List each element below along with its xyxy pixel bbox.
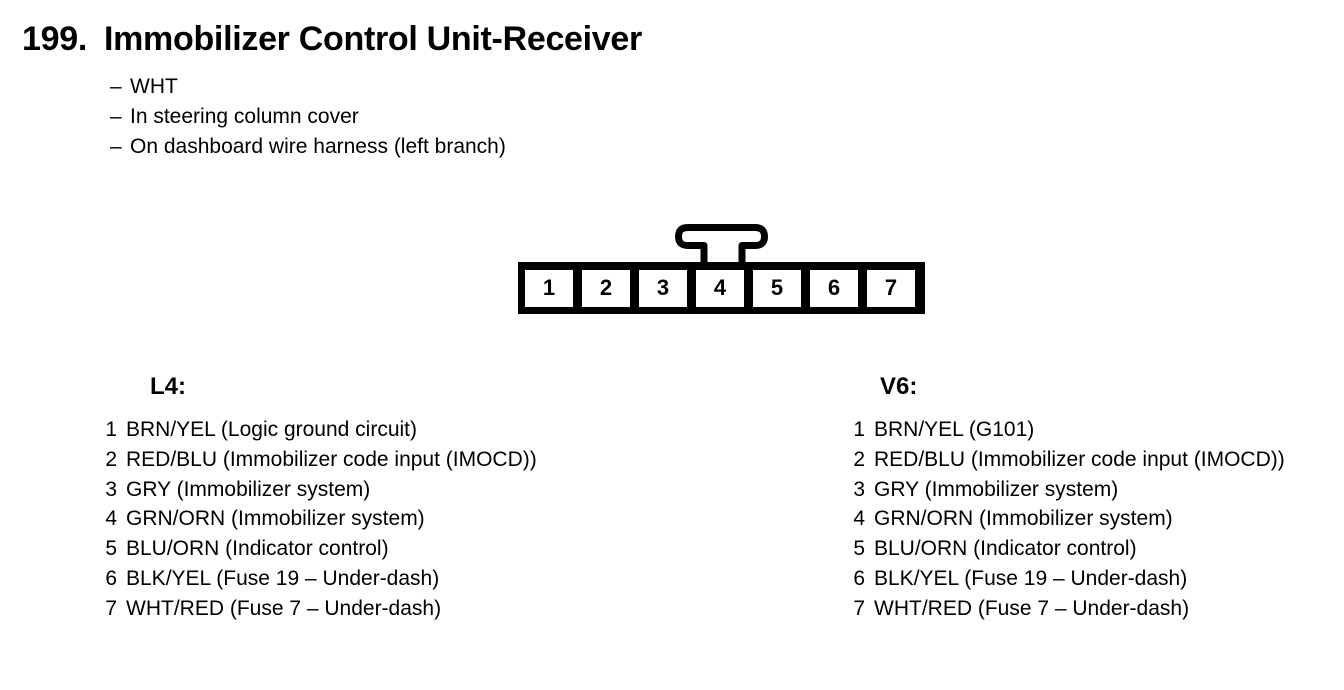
- pin-row: 7 WHT/RED (Fuse 7 – Under-dash): [103, 594, 537, 624]
- connector-body: 1 2 3 4 5 6 7: [518, 262, 925, 314]
- pin-row: 6 BLK/YEL (Fuse 19 – Under-dash): [851, 564, 1285, 594]
- pin-row: 3 GRY (Immobilizer system): [851, 475, 1285, 505]
- engine-heading-v6: V6:: [880, 373, 918, 400]
- pin-number: 4: [853, 507, 865, 531]
- pin-row: 5 BLU/ORN (Indicator control): [103, 534, 537, 564]
- pin-row: 1 BRN/YEL (G101): [851, 415, 1285, 445]
- pin-number: 6: [853, 566, 865, 590]
- note-text: On dashboard wire harness (left branch): [130, 134, 506, 158]
- pin-description: GRY (Immobilizer system): [874, 477, 1119, 501]
- pin-row: 2 RED/BLU (Immobilizer code input (IMOCD…: [851, 445, 1285, 475]
- connector-pin-cell: 7: [867, 269, 915, 307]
- connector-notes: – WHT – In steering column cover – On da…: [110, 72, 506, 161]
- pin-description: BLK/YEL (Fuse 19 – Under-dash): [874, 566, 1188, 590]
- section-title: 199. Immobilizer Control Unit-Receiver: [22, 20, 642, 58]
- pin-row: 3 GRY (Immobilizer system): [103, 475, 537, 505]
- pin-description: BLU/ORN (Indicator control): [126, 537, 389, 561]
- pin-number: 7: [105, 596, 117, 620]
- pin-description: GRN/ORN (Immobilizer system): [126, 507, 425, 531]
- pin-number: 2: [853, 447, 865, 471]
- note-row: – In steering column cover: [110, 102, 506, 132]
- note-text: WHT: [130, 75, 178, 98]
- pin-number: 2: [105, 447, 117, 471]
- pin-row: 7 WHT/RED (Fuse 7 – Under-dash): [851, 594, 1285, 624]
- connector-pin-cell: 2: [582, 269, 630, 307]
- pin-number: 1: [105, 418, 117, 441]
- note-dash: –: [110, 134, 122, 158]
- pin-row: 1 BRN/YEL (Logic ground circuit): [103, 415, 537, 445]
- pin-description: GRY (Immobilizer system): [126, 477, 371, 501]
- note-row: – On dashboard wire harness (left branch…: [110, 132, 506, 162]
- pin-list-v6: 1 BRN/YEL (G101) 2 RED/BLU (Immobilizer …: [851, 415, 1285, 624]
- note-row: – WHT: [110, 72, 506, 102]
- pin-description: GRN/ORN (Immobilizer system): [874, 507, 1173, 531]
- pin-description: BLU/ORN (Indicator control): [874, 537, 1137, 561]
- pin-description: BLK/YEL (Fuse 19 – Under-dash): [126, 566, 440, 590]
- connector-pin-cell: 5: [753, 269, 801, 307]
- pin-number: 5: [853, 537, 865, 561]
- pin-description: RED/BLU (Immobilizer code input (IMOCD)): [126, 447, 537, 471]
- pin-description: WHT/RED (Fuse 7 – Under-dash): [126, 596, 442, 620]
- pin-description: BRN/YEL (G101): [874, 418, 1035, 441]
- pin-description: RED/BLU (Immobilizer code input (IMOCD)): [874, 447, 1285, 471]
- pin-list-l4: 1 BRN/YEL (Logic ground circuit) 2 RED/B…: [103, 415, 537, 624]
- pin-row: 4 GRN/ORN (Immobilizer system): [851, 504, 1285, 534]
- note-dash: –: [110, 104, 122, 128]
- pin-description: BRN/YEL (Logic ground circuit): [126, 418, 418, 441]
- pin-description: WHT/RED (Fuse 7 – Under-dash): [874, 596, 1190, 620]
- connector-tab-icon: [675, 224, 768, 266]
- section-number: 199.: [22, 20, 87, 58]
- section-title-text: Immobilizer Control Unit-Receiver: [103, 20, 642, 58]
- pin-number: 4: [105, 507, 117, 531]
- engine-heading-l4: L4:: [150, 373, 186, 400]
- pin-row: 6 BLK/YEL (Fuse 19 – Under-dash): [103, 564, 537, 594]
- connector-pin-cell: 3: [639, 269, 687, 307]
- pin-number: 5: [105, 537, 117, 561]
- pin-row: 2 RED/BLU (Immobilizer code input (IMOCD…: [103, 445, 537, 475]
- note-dash: –: [110, 75, 122, 98]
- pin-number: 7: [853, 596, 865, 620]
- pin-row: 5 BLU/ORN (Indicator control): [851, 534, 1285, 564]
- pin-number: 3: [105, 477, 117, 501]
- connector-pin-cell: 1: [525, 269, 573, 307]
- pin-number: 6: [105, 566, 117, 590]
- pin-number: 3: [853, 477, 865, 501]
- pin-number: 1: [853, 418, 865, 441]
- connector-pin-cell: 6: [810, 269, 858, 307]
- note-text: In steering column cover: [130, 104, 359, 128]
- pin-row: 4 GRN/ORN (Immobilizer system): [103, 504, 537, 534]
- connector-pin-cell: 4: [696, 269, 744, 307]
